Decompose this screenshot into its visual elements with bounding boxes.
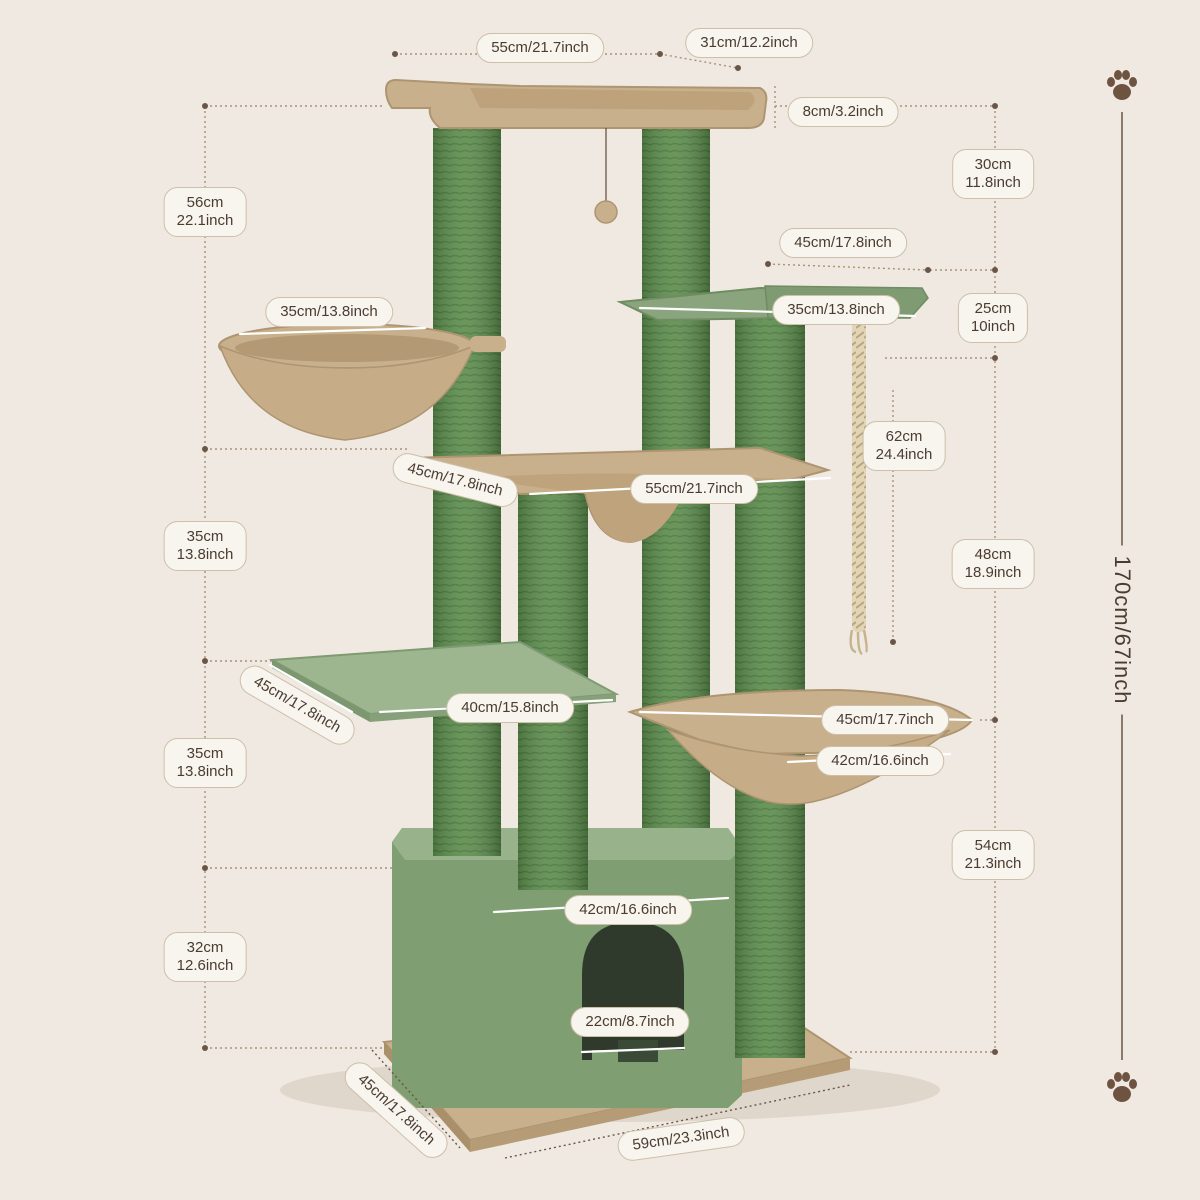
top-perch-width-label: 55cm/21.7inch	[476, 33, 604, 63]
mid-platform-width-label: 40cm/15.8inch	[446, 693, 574, 723]
paw-print-icon	[1107, 1072, 1137, 1102]
top-perch	[384, 78, 768, 129]
top-perch-rim-label: 8cm/3.2inch	[787, 97, 899, 127]
hammock-width-label: 55cm/21.7inch	[630, 474, 758, 504]
lower-basket-outer-label: 45cm/17.7inch	[821, 705, 949, 735]
lower-basket-inner-label: 42cm/16.6inch	[816, 746, 944, 776]
dimension-endpoints	[202, 51, 998, 1055]
condo-door-label: 22cm/8.7inch	[570, 1007, 690, 1037]
condo-width-label: 42cm/16.6inch	[564, 895, 692, 925]
paw-print-icon	[1107, 70, 1137, 100]
toy-ball	[594, 200, 618, 224]
total-height-label: 170cm/67inch	[1109, 545, 1135, 715]
hanging-rope	[852, 322, 866, 632]
upper-platform-depth-label: 35cm/13.8inch	[772, 295, 900, 325]
upper-platform-width-label: 45cm/17.8inch	[779, 228, 907, 258]
left-basket-diameter-label: 35cm/13.8inch	[265, 297, 393, 327]
left-basket	[218, 323, 506, 441]
top-perch-depth-label: 31cm/12.2inch	[685, 28, 813, 58]
